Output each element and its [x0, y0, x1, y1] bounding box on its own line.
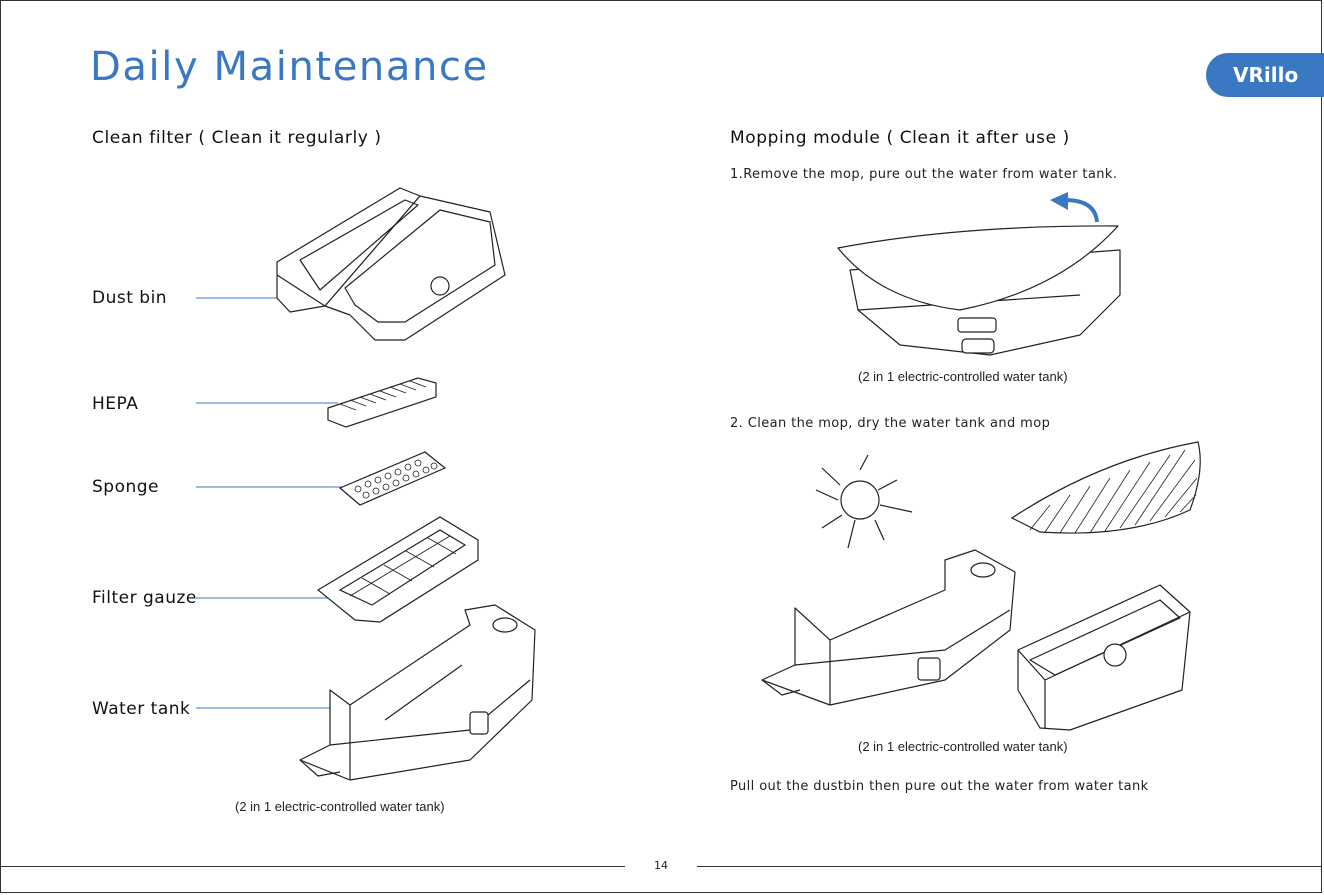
step-2-text: 2. Clean the mop, dry the water tank and…: [730, 416, 1051, 431]
label-water-tank: Water tank: [92, 699, 191, 719]
water-tank-illustration: [299, 604, 536, 781]
note-text: Pull out the dustbin then pure out the w…: [730, 779, 1149, 794]
label-dust-bin: Dust bin: [92, 288, 168, 308]
filter-gauze-illustration: [316, 516, 479, 623]
label-sponge: Sponge: [92, 477, 160, 497]
water-tank-open-illustration: [761, 549, 1016, 706]
dustbin-illustration: [1017, 584, 1191, 731]
caption-2: (2 in 1 electric-controlled water tank): [858, 739, 1068, 754]
label-filter-gauze: Filter gauze: [92, 588, 197, 608]
remove-arrow-head: [1050, 192, 1068, 210]
mop-pad-illustration: [1010, 441, 1201, 534]
label-hepa: HEPA: [92, 394, 139, 414]
caption-1: (2 in 1 electric-controlled water tank): [858, 369, 1068, 384]
sponge-illustration: [338, 451, 447, 506]
step-1-text: 1.Remove the mop, pure out the water fro…: [730, 167, 1118, 182]
dust-bin-illustration: [276, 187, 506, 341]
right-heading: Mopping module ( Clean it after use ): [730, 128, 1070, 148]
remove-arrow: [1064, 198, 1099, 223]
left-caption: (2 in 1 electric-controlled water tank): [235, 799, 445, 814]
page-number: 14: [654, 859, 668, 872]
footer-rule-left: [0, 866, 625, 867]
mop-tank-illustration: [837, 225, 1121, 356]
brand-logo: VRillo: [1206, 53, 1324, 97]
sun-icon: [815, 454, 913, 549]
leader-lines: [196, 297, 344, 709]
hepa-illustration: [327, 377, 437, 428]
page-title: Daily Maintenance: [90, 44, 489, 90]
footer-rule-right: [697, 866, 1322, 867]
left-heading: Clean filter ( Clean it regularly ): [92, 128, 382, 148]
